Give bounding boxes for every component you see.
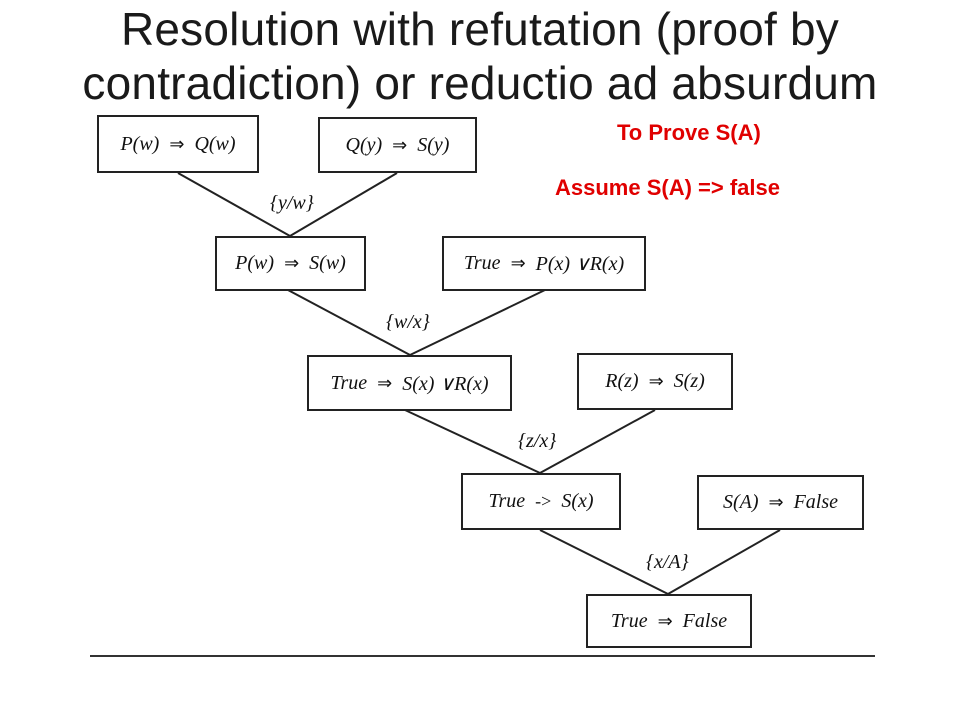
clause-lhs: True [488,490,526,512]
substitution-y-w: {y/w} [270,192,314,214]
clause-rhs: S(x) [561,490,594,512]
assume-note: Assume S(A) => false [555,175,780,200]
clause-rhs: S(y) [417,133,450,156]
clause-lhs: S(A) [722,491,759,513]
edge-c8-c9 [667,529,781,595]
edge-c1-c3 [177,172,291,237]
implies-arrow-icon: ⇒ [377,372,393,393]
edge-c7-c9 [539,529,669,595]
edge-c6-c7 [539,409,656,474]
clause-rhs: Q(w) [194,132,236,155]
clause-rz-implies-sz: R(z) ⇒ S(z) [577,353,733,410]
clause-true-implies-sx-or-rx: True ⇒ S(x) ∨R(x) [307,355,512,411]
clause-lhs: True [330,371,368,394]
clause-true-implies-false: True ⇒ False [586,594,752,648]
edge-c4-c5 [409,289,546,356]
edge-c3-c5 [287,289,411,356]
implies-arrow-icon: ⇒ [768,492,784,512]
clause-rhs: S(x) ∨R(x) [402,372,489,395]
title-line-1: Resolution with refutation (proof by [120,3,840,55]
implies-arrow-icon: ⇒ [657,610,673,631]
clause-pw-implies-sw: P(w) ⇒ S(w) [215,236,366,291]
clause-rhs: False [682,609,728,632]
substitution-w-x: {w/x} [386,311,430,333]
edge-c5-c7 [404,409,541,474]
title-line-2: contradiction) or reductio ad absurdum [82,57,878,109]
clause-lhs: P(w) [235,252,275,274]
implies-arrow-icon: ⇒ [169,133,185,154]
clause-true-implies-px-or-rx: True ⇒ P(x) ∨R(x) [442,236,646,291]
clause-true-implies-sx: True -> S(x) [461,473,621,530]
clause-lhs: Q(y) [345,133,383,156]
slide-title: Resolution with refutation (proof by con… [0,2,960,110]
clause-rhs: S(w) [309,252,346,274]
edge-c2-c3 [289,172,398,237]
implies-arrow-icon: ⇒ [392,134,408,155]
clause-rhs: S(z) [673,370,705,392]
clause-lhs: P(w) [120,132,160,155]
substitution-z-x: {z/x} [518,430,557,452]
implies-arrow-icon: -> [535,491,552,511]
clause-qy-implies-sy: Q(y) ⇒ S(y) [318,117,477,173]
to-prove-note: To Prove S(A) [617,120,761,145]
clause-lhs: True [610,609,648,632]
implies-arrow-icon: ⇒ [284,253,300,273]
clause-rhs: False [793,491,839,513]
implies-arrow-icon: ⇒ [510,253,526,273]
clause-rhs: P(x) ∨R(x) [535,253,625,275]
clause-lhs: True [463,252,501,274]
clause-pw-implies-qw: P(w) ⇒ Q(w) [97,115,259,173]
clause-sa-implies-false: S(A) ⇒ False [697,475,864,530]
implies-arrow-icon: ⇒ [648,371,664,391]
clause-lhs: R(z) [605,370,639,392]
substitution-x-a: {x/A} [646,551,689,573]
